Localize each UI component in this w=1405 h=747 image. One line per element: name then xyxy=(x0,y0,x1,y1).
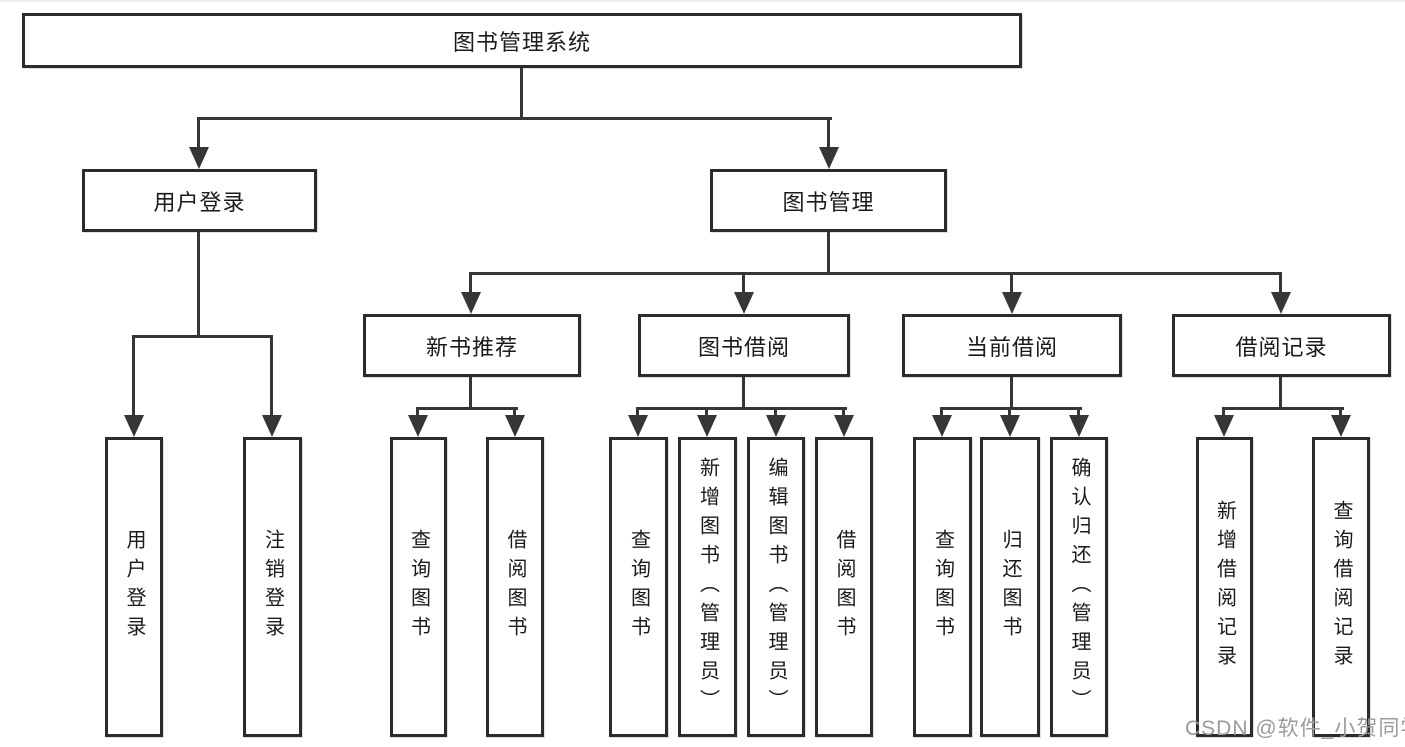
connector-line xyxy=(520,68,523,120)
arrow-down-icon xyxy=(834,415,854,437)
arrow-down-icon xyxy=(766,415,786,437)
node-root-label: 图书管理系统 xyxy=(452,29,591,55)
leaf-query-borrow-record: 查询借阅记录 xyxy=(1312,437,1370,737)
connector-line xyxy=(469,377,472,410)
node-current-borrow-label: 当前借阅 xyxy=(965,334,1058,360)
arrow-down-icon xyxy=(1214,415,1234,437)
node-new-book-recommend: 新书推荐 xyxy=(363,314,581,377)
node-user-login: 用户登录 xyxy=(82,169,317,232)
arrow-down-icon xyxy=(628,415,648,437)
leaf-return-book: 归还图书 xyxy=(980,437,1040,737)
connector-line xyxy=(469,272,1282,275)
arrow-down-icon xyxy=(932,415,952,437)
connector-line xyxy=(513,407,516,418)
connector-line xyxy=(270,335,273,417)
leaf-borrow-book-2: 借阅图书 xyxy=(815,437,873,737)
arrow-down-icon xyxy=(734,292,754,314)
connector-line xyxy=(1339,407,1342,418)
leaf-confirm-return-admin-label: 确认归还（管理员） xyxy=(1068,456,1090,718)
node-book-management: 图书管理 xyxy=(710,169,947,232)
connector-line xyxy=(705,407,708,418)
leaf-query-book-3-label: 查询图书 xyxy=(931,529,954,645)
leaf-add-borrow-record-label: 新增借阅记录 xyxy=(1213,500,1236,674)
node-book-borrow-label: 图书借阅 xyxy=(697,334,790,360)
arrow-down-icon xyxy=(1069,415,1089,437)
connector-line xyxy=(774,407,777,418)
node-user-login-label: 用户登录 xyxy=(153,189,246,215)
connector-line xyxy=(1279,272,1282,296)
csdn-watermark: CSDN @软件_小贺同学 xyxy=(1185,717,1405,740)
leaf-query-book-1-label: 查询图书 xyxy=(407,529,430,645)
connector-line xyxy=(197,232,200,338)
arrow-down-icon xyxy=(1271,292,1291,314)
connector-line xyxy=(827,117,830,150)
connector-line xyxy=(636,407,847,410)
connector-line xyxy=(197,117,832,120)
leaf-logout-label: 注销登录 xyxy=(261,529,284,645)
arrow-down-icon xyxy=(1331,415,1351,437)
node-borrow-record-label: 借阅记录 xyxy=(1235,334,1328,360)
leaf-edit-book-admin-label: 编辑图书（管理员） xyxy=(765,456,787,718)
connector-line xyxy=(197,117,200,150)
leaf-query-book-3: 查询图书 xyxy=(913,437,972,737)
leaf-borrow-book-1: 借阅图书 xyxy=(486,437,544,737)
arrow-down-icon xyxy=(505,415,525,437)
leaf-return-book-label: 归还图书 xyxy=(999,529,1021,645)
arrow-down-icon xyxy=(461,292,481,314)
leaf-logout: 注销登录 xyxy=(243,437,302,737)
connector-line xyxy=(827,232,830,274)
leaf-query-book-1: 查询图书 xyxy=(390,437,447,737)
arrow-down-icon xyxy=(1002,292,1022,314)
connector-line xyxy=(1010,272,1013,296)
connector-line xyxy=(1008,407,1011,418)
leaf-edit-book-admin: 编辑图书（管理员） xyxy=(747,437,805,737)
leaf-query-book-2: 查询图书 xyxy=(609,437,668,737)
arrow-down-icon xyxy=(189,147,209,169)
connector-line xyxy=(636,407,639,418)
connector-line xyxy=(1279,377,1282,410)
connector-line xyxy=(842,407,845,418)
leaf-query-borrow-record-label: 查询借阅记录 xyxy=(1330,500,1352,674)
arrow-down-icon xyxy=(124,415,144,437)
node-current-borrow: 当前借阅 xyxy=(902,314,1122,377)
connector-line xyxy=(132,335,273,338)
arrow-down-icon xyxy=(262,415,282,437)
node-book-borrow: 图书借阅 xyxy=(638,314,850,377)
leaf-user-login: 用户登录 xyxy=(105,437,163,737)
connector-line xyxy=(1222,407,1225,418)
leaf-borrow-book-1-label: 借阅图书 xyxy=(504,529,526,645)
arrow-down-icon xyxy=(408,415,428,437)
connector-line xyxy=(469,272,472,296)
connector-line xyxy=(742,377,745,410)
connector-line xyxy=(1077,407,1080,418)
connector-line xyxy=(416,407,518,410)
leaf-borrow-book-2-label: 借阅图书 xyxy=(833,529,855,645)
arrow-down-icon xyxy=(819,147,839,169)
connector-line xyxy=(940,407,1082,410)
connector-line xyxy=(132,335,135,417)
arrow-down-icon xyxy=(697,415,717,437)
node-borrow-record: 借阅记录 xyxy=(1172,314,1391,377)
leaf-add-book-admin-label: 新增图书（管理员） xyxy=(696,456,719,718)
connector-line xyxy=(1222,407,1344,410)
connector-line xyxy=(742,272,745,296)
connector-line xyxy=(416,407,419,418)
node-new-book-recommend-label: 新书推荐 xyxy=(425,334,518,360)
node-book-management-label: 图书管理 xyxy=(782,189,875,215)
leaf-add-borrow-record: 新增借阅记录 xyxy=(1196,437,1253,737)
arrow-down-icon xyxy=(1000,415,1020,437)
connector-line xyxy=(1010,377,1013,410)
leaf-user-login-label: 用户登录 xyxy=(123,529,145,645)
leaf-add-book-admin: 新增图书（管理员） xyxy=(678,437,737,737)
connector-line xyxy=(940,407,943,418)
leaf-query-book-2-label: 查询图书 xyxy=(627,529,650,645)
leaf-confirm-return-admin: 确认归还（管理员） xyxy=(1050,437,1108,737)
page-divider xyxy=(0,0,1405,2)
node-root: 图书管理系统 xyxy=(22,13,1022,68)
